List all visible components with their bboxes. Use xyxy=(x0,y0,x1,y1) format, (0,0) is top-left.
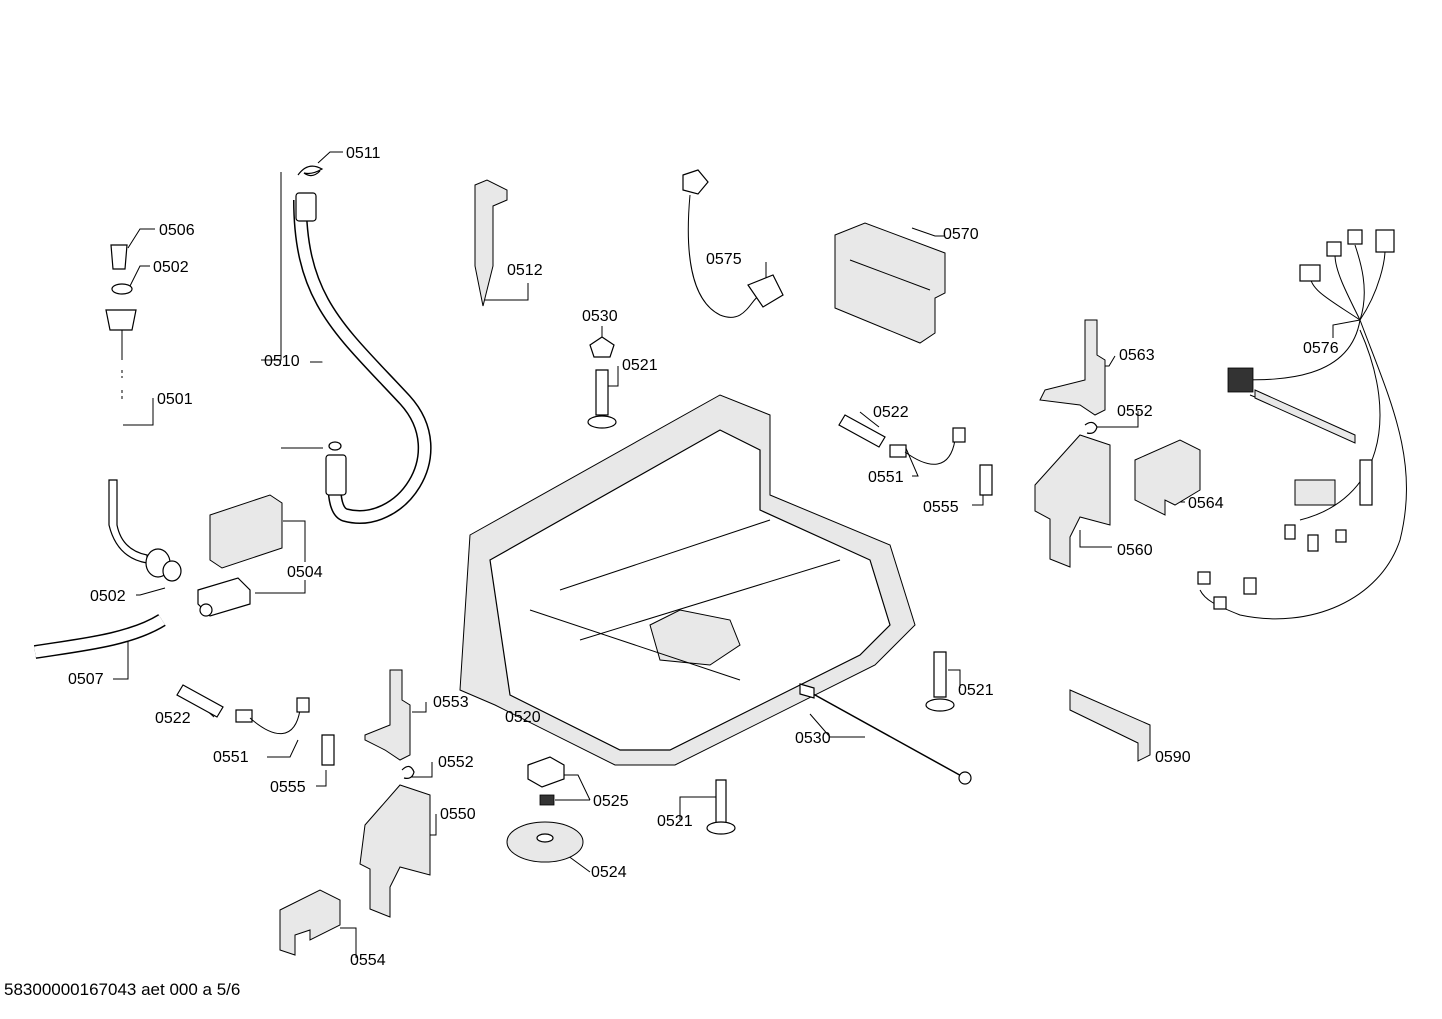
label-0521-bottom: 0521 xyxy=(657,813,693,830)
label-0524: 0524 xyxy=(591,864,627,881)
part-rod-0530 xyxy=(799,683,972,785)
label-0521-right: 0521 xyxy=(958,682,994,699)
part-panel-0590 xyxy=(1069,689,1151,762)
label-0570: 0570 xyxy=(943,226,979,243)
part-inlet-hose-0501 xyxy=(105,309,182,582)
label-0560: 0560 xyxy=(1117,542,1153,559)
part-bracket-0550 xyxy=(359,784,431,918)
part-cap-0506 xyxy=(110,244,128,270)
part-clip-0552 xyxy=(1084,421,1098,434)
part-washer-0502 xyxy=(111,283,133,295)
part-foot-screw-0521c xyxy=(925,651,955,712)
part-screw-0530 xyxy=(589,336,615,358)
label-0550: 0550 xyxy=(440,806,476,823)
label-0530-top: 0530 xyxy=(582,308,618,325)
label-0563: 0563 xyxy=(1119,347,1155,364)
part-valve xyxy=(197,577,251,617)
part-cover-0554 xyxy=(279,889,341,956)
part-cable-0575 xyxy=(682,169,784,318)
part-clip-0552b xyxy=(401,765,415,779)
label-0502-top: 0502 xyxy=(153,259,189,276)
label-0510: 0510 xyxy=(264,353,300,370)
label-0522-left: 0522 xyxy=(155,710,191,727)
label-0590: 0590 xyxy=(1155,749,1191,766)
part-sensor-cable-0551 xyxy=(889,427,966,465)
part-panel-0564 xyxy=(1134,439,1201,516)
label-0520: 0520 xyxy=(505,709,541,726)
part-drain-hose-0510 xyxy=(293,192,432,524)
label-0551-left: 0551 xyxy=(213,749,249,766)
label-0525: 0525 xyxy=(593,793,629,810)
label-0502-bottom: 0502 xyxy=(90,588,126,605)
document-footer-id: 58300000167043 aet 000 a 5/6 xyxy=(4,980,241,999)
label-0511: 0511 xyxy=(346,145,381,162)
label-0512: 0512 xyxy=(507,262,543,279)
label-0506: 0506 xyxy=(159,222,195,239)
part-spring-0522 xyxy=(838,414,886,448)
label-0552-left: 0552 xyxy=(438,754,474,771)
part-disc-0524 xyxy=(506,821,584,863)
label-0555-left: 0555 xyxy=(270,779,306,796)
part-holder-0525 xyxy=(527,756,565,806)
part-rail-0512 xyxy=(474,179,508,307)
callout-labels: 0511 0506 0502 0501 0502 0510 0504 0507 … xyxy=(68,145,1339,969)
label-0553: 0553 xyxy=(433,694,469,711)
part-foot-screw-0521 xyxy=(587,369,617,429)
label-0564: 0564 xyxy=(1188,495,1224,512)
label-0555-right: 0555 xyxy=(923,499,959,516)
label-0576: 0576 xyxy=(1303,340,1339,357)
part-bracket-0560 xyxy=(1034,434,1111,568)
part-sensor-cable-0551b xyxy=(235,697,310,734)
part-wire-harness-0576 xyxy=(1197,229,1407,620)
part-bracket-0553 xyxy=(364,669,411,761)
part-bracket-0504 xyxy=(209,494,283,569)
part-clip-0555 xyxy=(979,464,993,496)
part-foot-screw-0521b xyxy=(706,779,736,835)
label-0504: 0504 xyxy=(287,564,323,581)
label-0501: 0501 xyxy=(157,391,193,408)
label-0551-right: 0551 xyxy=(868,469,904,486)
part-clip-0555b xyxy=(321,734,335,766)
label-0530-bottom: 0530 xyxy=(795,730,831,747)
part-clamp-0511 xyxy=(297,165,324,177)
label-0554: 0554 xyxy=(350,952,386,969)
label-0522-right: 0522 xyxy=(873,404,909,421)
part-hose-0507 xyxy=(33,613,166,659)
part-base-tub-0520 xyxy=(459,394,916,766)
part-control-module-0570 xyxy=(834,222,946,344)
part-spring-0522b xyxy=(176,684,224,718)
label-0575: 0575 xyxy=(706,251,742,268)
label-0552-right: 0552 xyxy=(1117,403,1153,420)
label-0521-top: 0521 xyxy=(622,357,658,374)
part-bracket-0563 xyxy=(1039,319,1106,416)
label-0507: 0507 xyxy=(68,671,104,688)
